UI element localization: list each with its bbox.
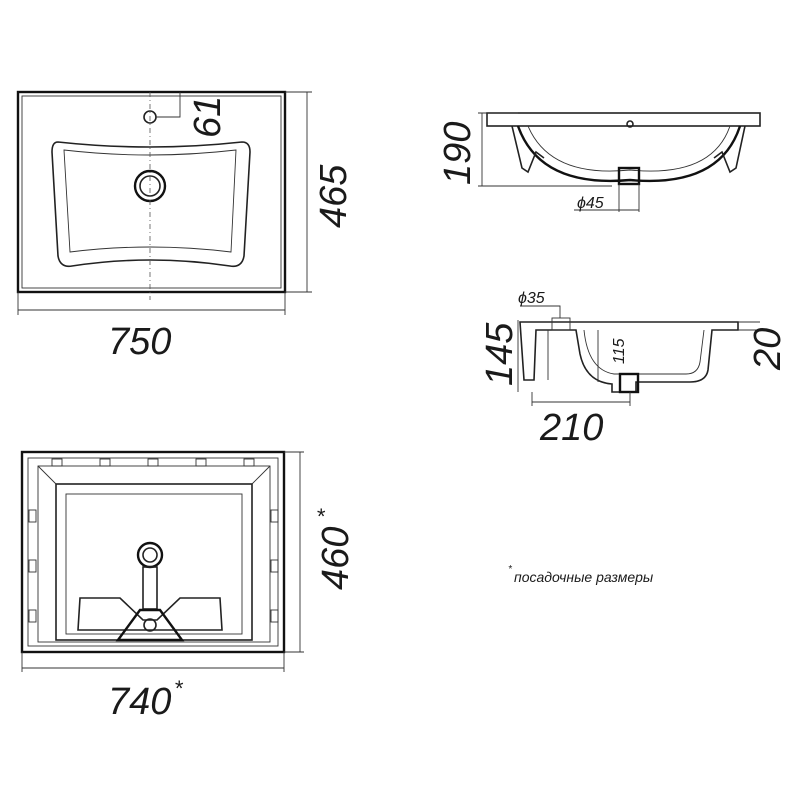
siphon-bracket — [77, 597, 223, 631]
bottom-view: 460 * 740 * — [20, 450, 357, 723]
bottom-width-label: 740 — [108, 681, 171, 723]
side-view-tap-hole — [626, 120, 634, 128]
bowl-depth-label: 115 — [611, 338, 628, 364]
bottom-view-outline — [20, 450, 286, 654]
side-view-leg-left — [511, 125, 545, 174]
top-view-basin — [51, 141, 251, 268]
section-view: ϕ35 145 115 20 210 — [479, 290, 789, 449]
section-outline — [519, 321, 739, 393]
side-view-bowl-inner — [527, 125, 731, 172]
tap-hole-diameter-label: ϕ35 — [518, 290, 545, 307]
width-label: 750 — [108, 321, 171, 363]
side-view-leg-right — [713, 125, 746, 174]
bottom-depth-label: 460 — [315, 527, 357, 590]
footnote: * посадочные размеры — [508, 564, 654, 585]
section-bowl-inner — [583, 329, 705, 375]
bottom-corner-1 — [37, 465, 57, 485]
siphon-top — [136, 541, 164, 569]
rim-height-label: 20 — [747, 328, 789, 371]
tap-offset-label: 61 — [187, 96, 229, 138]
siphon-top-inner — [142, 547, 158, 563]
top-view: 61 465 750 — [16, 90, 355, 363]
bottom-view-frame-2 — [55, 483, 253, 641]
side-view: 190 ϕ45 — [437, 112, 761, 212]
length-label: 210 — [539, 407, 603, 449]
drain-diameter-label: ϕ45 — [577, 195, 604, 212]
side-view-drain — [617, 166, 641, 186]
siphon-base — [115, 608, 185, 642]
footnote-text: посадочные размеры — [514, 569, 654, 585]
siphon-outlet — [143, 618, 157, 632]
bottom-corner-2 — [251, 465, 271, 485]
top-view-outline — [16, 90, 287, 294]
bottom-view-frame-3 — [65, 493, 243, 635]
section-drain — [618, 372, 640, 394]
side-view-bowl — [516, 125, 742, 183]
top-view-rim — [21, 95, 282, 289]
bottom-view-top-tabs — [51, 458, 255, 467]
footnote-asterisk: * — [508, 564, 513, 575]
bottom-view-inner — [27, 457, 279, 647]
height-label: 190 — [437, 122, 479, 185]
section-tap-boss — [551, 317, 571, 331]
top-view-basin-inner — [63, 149, 237, 253]
tap-offset-bracket — [156, 92, 181, 118]
bottom-view-frame-1 — [37, 465, 271, 643]
bottom-view-side-tabs — [28, 509, 279, 623]
overall-height-label: 145 — [479, 322, 521, 386]
tap-hole-leader — [520, 305, 561, 318]
depth-label: 465 — [313, 164, 355, 228]
side-view-rim — [486, 112, 761, 127]
bottom-width-asterisk: * — [174, 676, 184, 701]
siphon-pipe — [142, 566, 158, 610]
bottom-depth-asterisk: * — [316, 504, 326, 529]
